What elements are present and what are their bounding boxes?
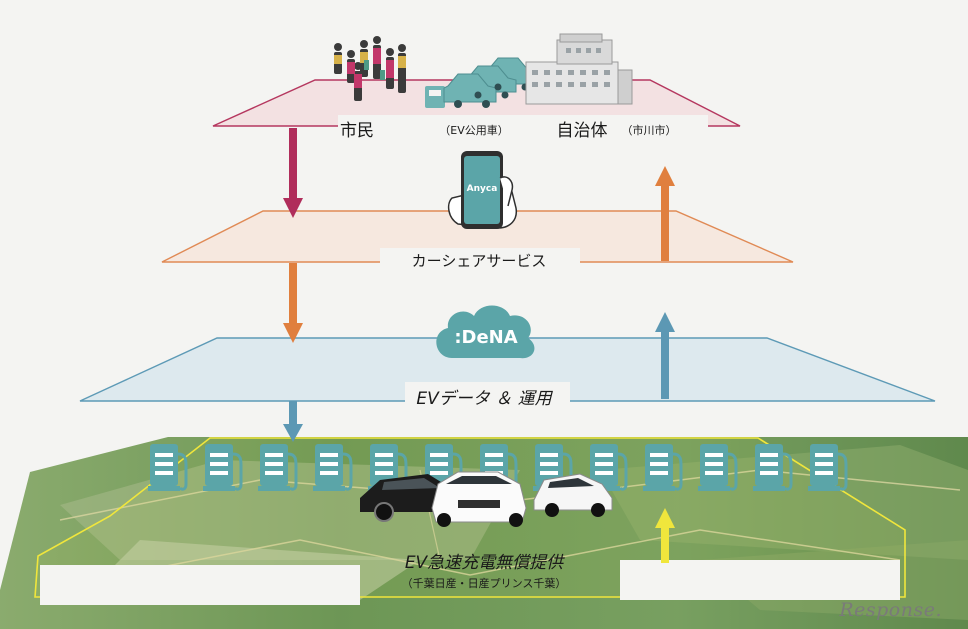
citizens-label: 市民: [340, 121, 374, 141]
arrow-charging-to-data: [655, 508, 675, 563]
cloud-icon: :DeNA: [436, 305, 535, 359]
ev-charging-label: EV急速充電無償提供: [404, 553, 564, 573]
arrow-data-to-charging: [283, 401, 303, 442]
ev-data-layer-plane: [79, 337, 936, 402]
ev-charger-icon: [698, 444, 738, 491]
ev-charger-icon: [753, 444, 793, 491]
arrow-carshare-to-municipality: [655, 166, 675, 261]
carshare-service-label: カーシェアサービス: [411, 252, 547, 270]
municipality-label: 自治体: [556, 121, 608, 141]
ev-vehicle-label: （EV公用車）: [439, 124, 509, 137]
response-watermark-logo: Response.: [839, 599, 942, 621]
ev-charger-icon: [203, 444, 243, 491]
ev-data-operation-label: EVデータ ＆ 運用: [416, 389, 552, 409]
arrow-carshare-to-data: [283, 263, 303, 343]
electric-car-icon: [360, 471, 613, 527]
ev-charger-icon: [313, 444, 353, 491]
people-group-icon: [334, 36, 406, 101]
ev-charger-icon: [258, 444, 298, 491]
smartphone-hand-icon: Anyca: [447, 151, 518, 229]
ev-charger-icon: [808, 444, 848, 491]
city-hall-building-icon: [525, 33, 633, 105]
app-name-label: Anyca: [467, 184, 498, 194]
arrow-data-to-carshare: [655, 312, 675, 399]
arrow-citizen-to-carshare: [283, 128, 303, 218]
ev-charger-icon: [148, 444, 188, 491]
ev-charger-icon: [643, 444, 683, 491]
carshare-layer-plane: [161, 210, 794, 263]
municipality-sub-label: （市川市）: [621, 124, 677, 137]
ev-charging-sub-label: （千葉日産・日産プリンス千葉）: [401, 577, 567, 590]
dena-logo-text: :DeNA: [454, 327, 517, 348]
